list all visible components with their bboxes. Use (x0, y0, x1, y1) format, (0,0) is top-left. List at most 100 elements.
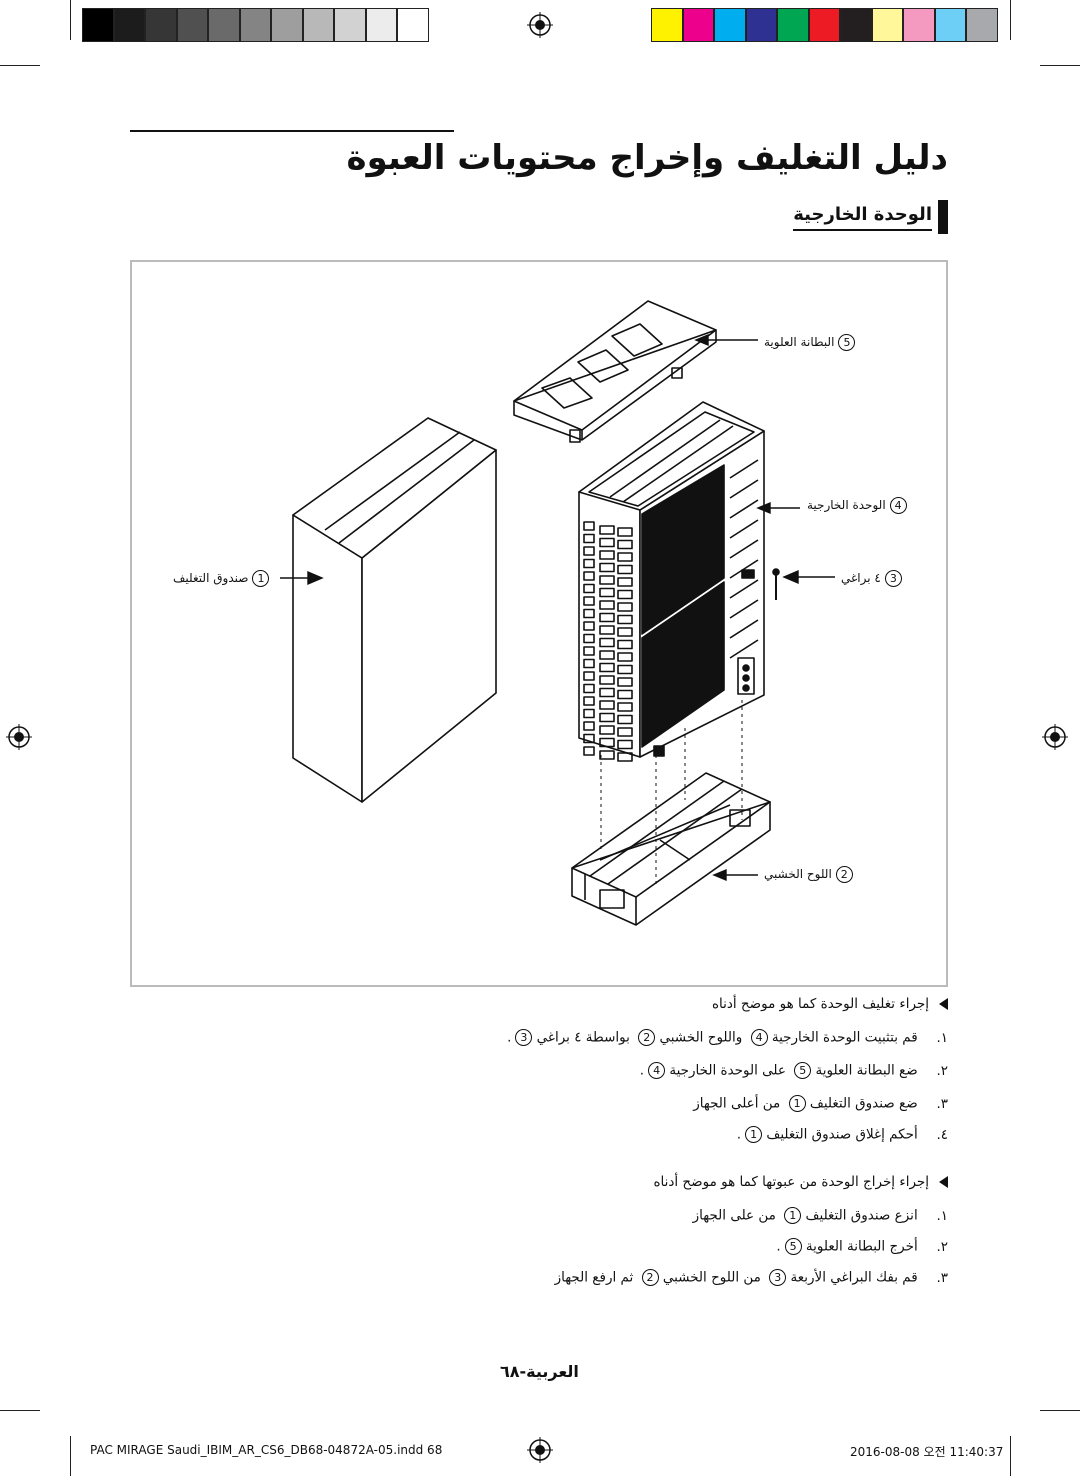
unpacking-step: ٣. قم بفك البراغي الأربعة 3 من اللوح الخ… (554, 1269, 948, 1286)
grille-slat (599, 537, 615, 548)
grille-slat (583, 696, 595, 706)
grille-slat (583, 596, 595, 606)
grille-slat (583, 733, 595, 744)
grille-slat (599, 637, 615, 648)
grille-slat (617, 702, 633, 712)
packing-heading: إجراء تغليف الوحدة كما هو موضح أدناه (712, 996, 948, 1012)
grille-slat (617, 552, 633, 562)
grille-slat (583, 708, 595, 719)
callout-arrows (280, 333, 835, 882)
unpacking-step: ٢. أخرج البطانة العلوية 5. (776, 1238, 948, 1255)
color-swatch (271, 8, 303, 42)
grille-slat (599, 650, 615, 660)
grille-slat (599, 625, 615, 635)
grille-slat (599, 575, 615, 585)
wooden-pallet (571, 772, 771, 926)
grille-slat (617, 527, 633, 537)
grille-slat (617, 652, 633, 662)
color-swatch (145, 8, 177, 42)
callout-number: 5 (838, 334, 856, 351)
crop-mark (70, 1436, 71, 1476)
crop-mark (0, 65, 40, 66)
grille-slat (583, 571, 595, 581)
callout-number: 4 (889, 497, 907, 514)
color-swatch (777, 8, 809, 42)
section-bar (938, 200, 948, 234)
grille-slat (617, 752, 633, 762)
color-swatch (302, 8, 334, 42)
color-swatch (176, 8, 208, 42)
unpacking-heading: إجراء إخراج الوحدة من عبوتها كما هو موضح… (653, 1174, 948, 1190)
grille-slat (599, 725, 615, 735)
color-swatch (651, 8, 683, 42)
grille-slat (599, 550, 615, 560)
crop-mark (70, 0, 71, 40)
grille-slat (583, 721, 595, 731)
grille-slat (599, 562, 615, 573)
grille-slat (617, 589, 633, 600)
grille-slat (617, 627, 633, 637)
color-swatch (934, 8, 966, 42)
grille-slat (583, 583, 595, 594)
callout-packing-box: 1صندوق التغليف (173, 570, 270, 587)
grille-slat (583, 683, 595, 694)
triangle-bullet-icon (939, 1176, 948, 1188)
color-swatch (903, 8, 935, 42)
callout-screws: 3٤ براغي (841, 570, 902, 587)
packing-step: ١. قم بتثبيت الوحدة الخارجية 4 واللوح ال… (507, 1029, 948, 1046)
grille-slat (583, 533, 595, 544)
callout-pallet: 2اللوح الخشبي (764, 866, 853, 883)
grille-slat (617, 539, 633, 550)
grille-slat (599, 600, 615, 610)
color-swatch (745, 8, 777, 42)
color-swatch (239, 8, 271, 42)
section-heading-text: الوحدة الخارجية (793, 204, 932, 231)
color-swatch (966, 8, 998, 42)
crop-mark (1010, 0, 1011, 40)
color-swatch (808, 8, 840, 42)
grayscale-color-bar (82, 8, 429, 42)
title-rule (130, 130, 454, 132)
grille-slat (583, 521, 595, 531)
figure-frame (130, 260, 948, 987)
grille-slat (599, 700, 615, 710)
grille-slat (599, 612, 615, 623)
footer-filename: PAC MIRAGE Saudi_IBIM_AR_CS6_DB68-04872A… (90, 1443, 443, 1457)
unpacking-step: ١. انزع صندوق التغليف 1 من على الجهاز (692, 1207, 948, 1224)
grille-slat (617, 689, 633, 700)
grille-slat (599, 525, 615, 535)
triangle-bullet-icon (939, 998, 948, 1010)
page-title: دليل التغليف وإخراج محتويات العبوة (346, 138, 948, 178)
grille-slat (599, 687, 615, 698)
packing-diagram (280, 300, 835, 926)
grille-slat (583, 633, 595, 644)
grille-slat (617, 602, 633, 612)
grille-slat (583, 671, 595, 681)
outdoor-unit (578, 401, 765, 762)
crop-mark (0, 1410, 40, 1411)
callout-number: 3 (884, 570, 902, 587)
packing-step: ٢. ضع البطانة العلوية 5 على الوحدة الخار… (639, 1062, 948, 1079)
grille-slat (583, 621, 595, 631)
guide-lines (600, 700, 743, 885)
grille-slat (583, 746, 595, 756)
grille-slat (617, 677, 633, 687)
packing-box (292, 417, 497, 803)
grille-slat (617, 577, 633, 587)
registration-mark-icon (527, 12, 553, 38)
grille-slat (617, 739, 633, 750)
callout-number: 2 (835, 866, 853, 883)
crop-mark (1040, 1410, 1080, 1411)
grille-slat (583, 646, 595, 656)
grille-slat (617, 639, 633, 650)
grille-slat (583, 658, 595, 669)
grille-slat (599, 750, 615, 760)
crop-mark (1040, 65, 1080, 66)
color-swatch (397, 8, 429, 42)
grille-slat (599, 737, 615, 748)
process-color-bar (651, 8, 998, 42)
packing-step: ٤. أحكم إغلاق صندوق التغليف 1. (736, 1126, 948, 1143)
color-swatch (334, 8, 366, 42)
grille-slat (617, 727, 633, 737)
grille-slat (599, 662, 615, 673)
